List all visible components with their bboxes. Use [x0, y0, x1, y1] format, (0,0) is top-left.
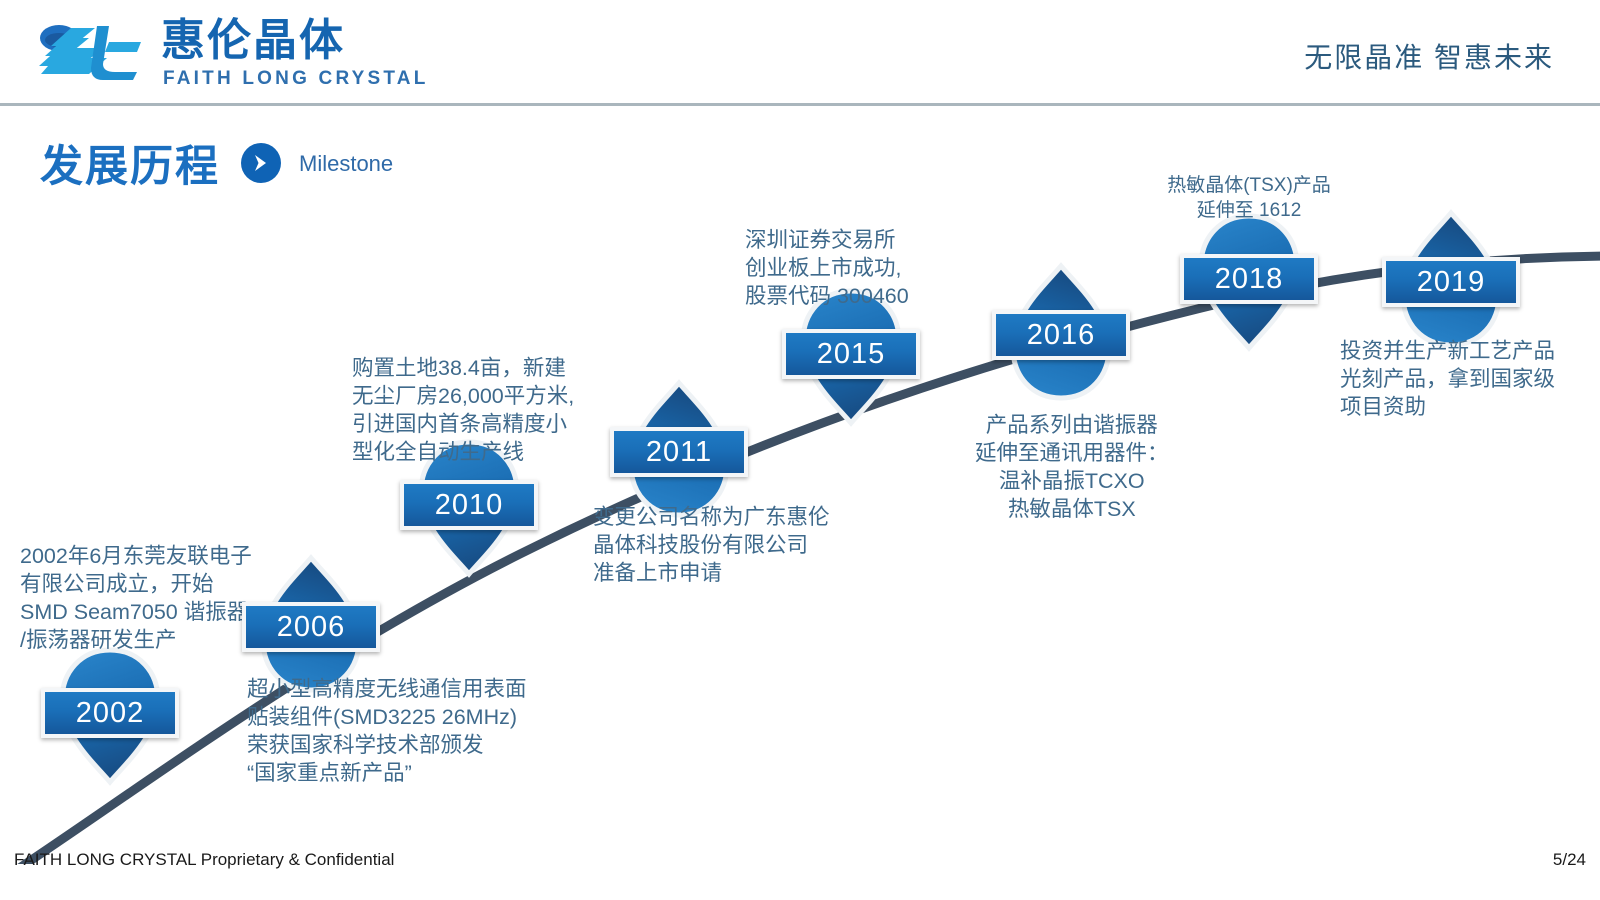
- milestone-year-label: 2010: [434, 488, 504, 521]
- logo-english-name: FAITH LONG CRYSTAL: [163, 68, 429, 89]
- milestone-year-band: 2019: [1382, 257, 1520, 307]
- milestone-year-band: 2016: [992, 310, 1130, 360]
- milestone-year-label: 2006: [276, 610, 346, 643]
- company-logo: 惠伦晶体 FAITH LONG CRYSTAL: [33, 16, 425, 92]
- footer-page-number: 5/24: [1552, 850, 1586, 869]
- header-divider: [0, 103, 1600, 106]
- milestone-caption-2011: 变更公司名称为广东惠伦 晶体科技股份有限公司 准备上市申请: [593, 505, 830, 585]
- milestone-year-band: 2018: [1180, 254, 1318, 304]
- milestone-marker-2015[interactable]: 2015: [782, 283, 920, 431]
- milestone-caption-2016: 产品系列由谐振器 延伸至通讯用器件： 温补晶振TCXO 热敏晶体TSX: [975, 413, 1169, 521]
- company-slogan: 无限晶准 智惠未来: [1304, 42, 1554, 73]
- milestone-year-band: 2002: [41, 688, 179, 738]
- milestone-caption-2002: 2002年6月东莞友联电子 有限公司成立，开始 SMD Seam7050 谐振器…: [20, 544, 252, 652]
- milestone-year-label: 2011: [645, 435, 713, 468]
- page-subtitle: Milestone: [299, 151, 394, 176]
- milestone-year-band: 2011: [610, 427, 748, 477]
- milestone-caption-2006: 超小型高精度无线通信用表面 贴装组件(SMD3225 26MHz) 荣获国家科学…: [247, 677, 527, 785]
- slide-header: 惠伦晶体 FAITH LONG CRYSTAL 无限晶准 智惠未来: [0, 0, 1600, 106]
- milestone-marker-2018[interactable]: 2018: [1180, 208, 1318, 356]
- logo-chinese-name: 惠伦晶体: [161, 16, 345, 65]
- milestone-marker-2019[interactable]: 2019: [1382, 205, 1520, 353]
- milestone-marker-2016[interactable]: 2016: [992, 258, 1130, 406]
- faith-long-crystal-logo-icon: [39, 25, 141, 80]
- milestone-marker-2002[interactable]: 2002: [41, 642, 179, 790]
- milestone-caption-2010: 购置土地38.4亩，新建 无尘厂房26,000平方米, 引进国内首条高精度小 型…: [352, 356, 575, 464]
- milestone-year-label: 2002: [75, 696, 145, 729]
- milestone-year-label: 2015: [816, 337, 886, 370]
- milestone-year-label: 2019: [1416, 265, 1486, 298]
- footer-confidential-note: FAITH LONG CRYSTAL Proprietary & Confide…: [14, 850, 395, 869]
- milestone-year-band: 2006: [242, 602, 380, 652]
- milestone-caption-2019: 投资并生产新工艺产品 光刻产品，拿到国家级 项目资助: [1340, 339, 1556, 419]
- milestone-year-band: 2010: [400, 480, 538, 530]
- milestone-caption-2015: 深圳证券交易所 创业板上市成功, 股票代码 300460: [745, 228, 909, 308]
- page-title: 发展历程: [40, 143, 220, 191]
- milestone-year-label: 2018: [1214, 262, 1284, 295]
- milestone-caption-2018: 热敏晶体(TSX)产品 延伸至 1612: [1167, 175, 1331, 221]
- milestone-marker-2006[interactable]: 2006: [242, 550, 380, 698]
- milestone-marker-2011[interactable]: 2011: [610, 375, 748, 523]
- milestone-marker-2010[interactable]: 2010: [400, 434, 538, 582]
- milestone-year-band: 2015: [782, 329, 920, 379]
- timeline-curve: [17, 251, 1600, 864]
- chevron-right-icon: [241, 143, 281, 183]
- milestone-year-label: 2016: [1026, 318, 1096, 351]
